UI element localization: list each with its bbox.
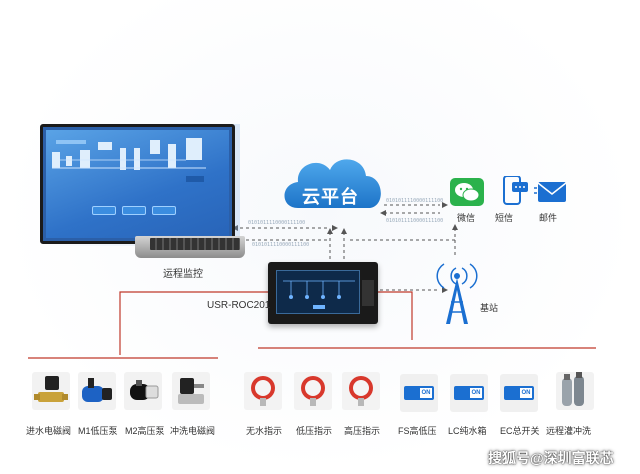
item-label-no-water: 无水指示 [246, 426, 283, 436]
item-label-remote-flush: 远程灌冲洗 [546, 426, 592, 436]
scada-diagram-icon [52, 138, 206, 182]
item-label-low-pressure-pump: M1低压泵 [78, 426, 118, 436]
laptop-label: 运程监控 [163, 269, 203, 280]
item-label-fs: FS高低压 [398, 426, 437, 436]
mail-icon [534, 182, 567, 202]
item-label-lc: LC纯水箱 [448, 426, 487, 436]
high-pressure-meter-icon [342, 372, 380, 410]
device-label: USR-ROC201 [207, 300, 271, 311]
wechat-label: 微信 [457, 213, 476, 223]
laptop-screen [46, 130, 229, 238]
low-pressure-pump-icon [78, 372, 116, 410]
solenoid-valve-icon [32, 372, 70, 410]
base-station-tower-icon [436, 263, 478, 324]
filter-tanks-icon [556, 372, 594, 410]
screen-button-2 [122, 206, 146, 215]
wechat-icon [450, 178, 484, 206]
screen-button-1 [92, 206, 116, 215]
wire-right [378, 291, 413, 340]
mail-label: 邮件 [539, 213, 558, 223]
low-pressure-meter-icon [294, 372, 332, 410]
laptop-keyboard [150, 238, 240, 250]
flush-valve-icon [172, 372, 210, 410]
switch-on-text: ON [470, 388, 482, 398]
high-pressure-pump-icon [124, 372, 162, 410]
switch-icon: ON [500, 374, 538, 412]
controller-display-panel [276, 270, 360, 314]
cloud-label: 云平台 [302, 187, 359, 207]
switch-icon: ON [400, 374, 438, 412]
item-label-flush-valve: 冲洗电磁阀 [170, 426, 216, 436]
binary-stream-2: 0101011110000111100 [252, 242, 309, 248]
item-label-low-pressure: 低压指示 [296, 426, 333, 436]
switch-on-text: ON [420, 388, 432, 398]
switch-on-text: ON [520, 388, 532, 398]
no-water-meter-icon [244, 372, 282, 410]
cloud-icon [284, 159, 381, 208]
wire-left [119, 291, 270, 355]
switch-icon: ON [450, 374, 488, 412]
item-label-high-pressure-pump: M2高压泵 [125, 426, 165, 436]
device-connector [362, 280, 374, 306]
item-label-high-pressure: 高压指示 [344, 426, 381, 436]
screen-button-3 [152, 206, 176, 215]
binary-stream-4: 0101011110000111100 [386, 218, 443, 224]
controller-diagram-icon [283, 280, 355, 309]
item-label-ec: EC总开关 [500, 426, 540, 436]
watermark: 搜狐号@深圳富联芯 [488, 450, 614, 466]
tower-label: 基站 [480, 303, 499, 313]
sms-phone-icon [503, 176, 528, 205]
binary-stream-1: 0101011110000111100 [248, 220, 305, 226]
item-label-solenoid-valve: 进水电磁阀 [26, 426, 72, 436]
sms-label: 短信 [495, 213, 514, 223]
binary-stream-3: 0101011110000111100 [386, 198, 443, 204]
